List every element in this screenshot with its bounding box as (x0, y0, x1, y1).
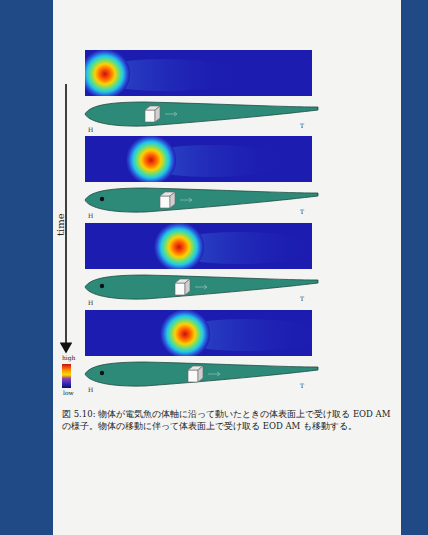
electric-fish (85, 102, 318, 126)
tail-label: T (300, 295, 304, 302)
head-label: H (88, 212, 93, 219)
eod-am-panel (80, 49, 312, 99)
tail-label: T (300, 208, 304, 215)
head-label: H (88, 299, 93, 306)
eod-am-panel (85, 309, 325, 359)
figure-caption: 図 5.10: 物体が電気魚の体軸に沿って動いたときの体表面上で受け取る EOD… (62, 408, 396, 433)
scale-high: high (62, 354, 76, 361)
object-cube (160, 192, 175, 208)
scale-low: low (63, 389, 74, 396)
head-label: H (88, 386, 93, 393)
time-label: time (55, 213, 66, 236)
color-bar (62, 364, 71, 388)
head-label: H (88, 126, 93, 133)
object-cube (188, 366, 203, 382)
object-cube (145, 106, 160, 122)
object-cube (175, 279, 190, 295)
tail-label: T (300, 382, 304, 389)
eod-am-panel (85, 222, 319, 272)
electric-fish (85, 362, 318, 386)
eod-am-panel (85, 135, 312, 185)
electric-fish (85, 275, 318, 299)
tail-label: T (300, 122, 304, 129)
electric-fish (85, 188, 318, 212)
